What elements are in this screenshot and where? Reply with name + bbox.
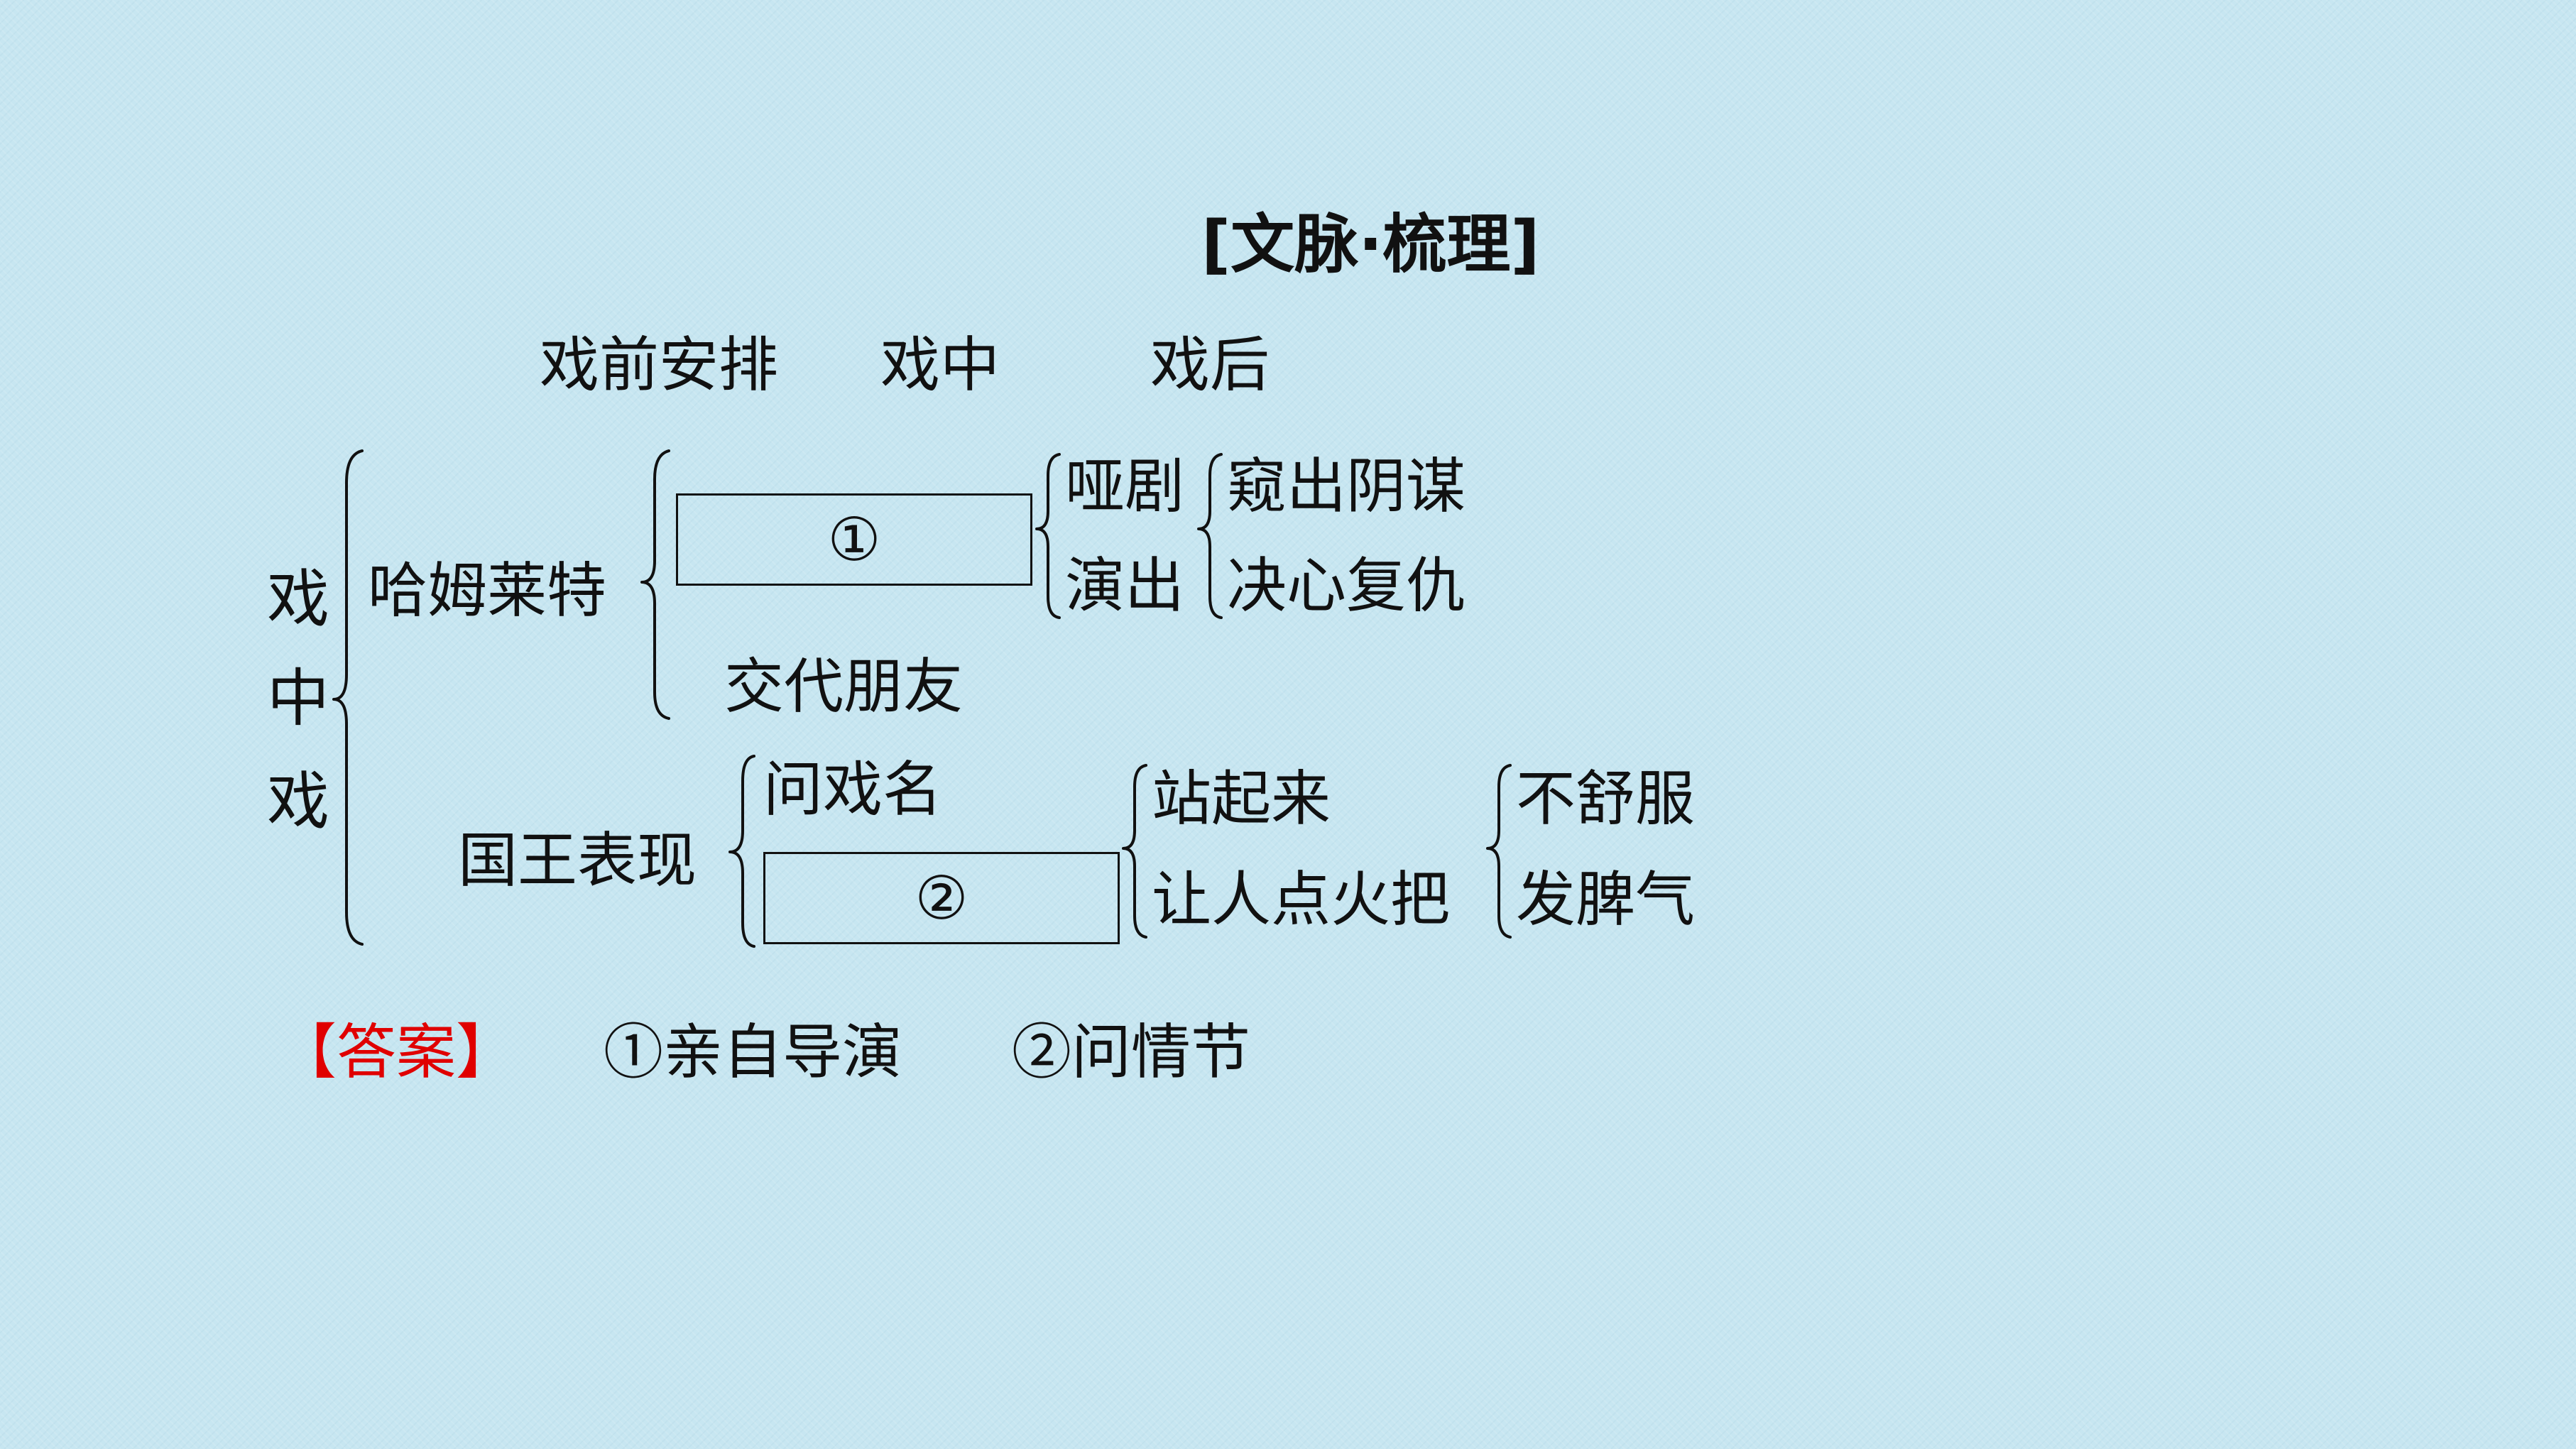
answer-item-1: ①亲自导演 xyxy=(604,1017,902,1087)
blank-1: ① xyxy=(676,493,1032,586)
root-char-2: 中 xyxy=(266,662,329,735)
root-char-1: 戏 xyxy=(266,562,329,635)
title: [文脉·梳理] xyxy=(1201,207,1540,282)
brace-reaction xyxy=(1122,764,1147,939)
king-label: 国王表现 xyxy=(458,826,697,895)
brace-mime xyxy=(1035,453,1061,619)
header-after: 戏后 xyxy=(1150,330,1270,400)
ask-name: 问戏名 xyxy=(763,755,943,824)
brace-hamlet xyxy=(640,449,670,720)
mime-top: 哑剧 xyxy=(1065,452,1185,521)
brace-root xyxy=(332,449,364,946)
result-bottom: 决心复仇 xyxy=(1227,551,1466,620)
brace-emotion xyxy=(1486,764,1512,939)
mime-bottom: 演出 xyxy=(1065,551,1185,620)
friend-text: 交代朋友 xyxy=(724,652,964,721)
blank-1-label: ① xyxy=(827,505,881,574)
answer-label: 【答案】 xyxy=(277,1017,516,1087)
brace-result xyxy=(1197,453,1223,619)
header-during: 戏中 xyxy=(880,330,1000,400)
brace-king xyxy=(728,755,755,948)
blank-2-label: ② xyxy=(915,863,968,933)
root-char-3: 戏 xyxy=(266,765,329,838)
temper: 发脾气 xyxy=(1516,865,1696,934)
header-before: 戏前安排 xyxy=(540,330,779,400)
answer-item-2: ②问情节 xyxy=(1012,1017,1251,1087)
torch: 让人点火把 xyxy=(1152,865,1451,934)
blank-2: ② xyxy=(763,852,1120,944)
hamlet-label: 哈姆莱特 xyxy=(368,556,607,625)
stand-up: 站起来 xyxy=(1152,764,1331,833)
result-top: 窥出阴谋 xyxy=(1227,452,1466,521)
uncomfortable: 不舒服 xyxy=(1516,764,1696,833)
